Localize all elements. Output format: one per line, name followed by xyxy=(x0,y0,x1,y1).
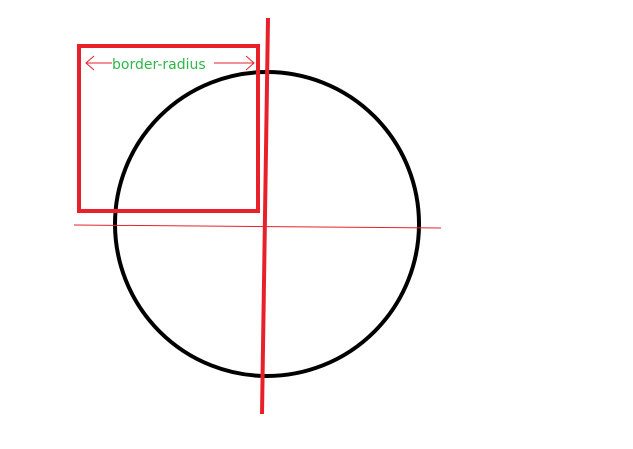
corner-box xyxy=(77,44,260,213)
double-arrow xyxy=(85,55,255,71)
arrow-head-left xyxy=(85,55,95,71)
border-radius-label: border-radius xyxy=(112,57,206,73)
horizontal-guide-line xyxy=(73,224,442,229)
arrow-head-right xyxy=(245,55,255,71)
vertical-guide-line xyxy=(260,17,270,415)
